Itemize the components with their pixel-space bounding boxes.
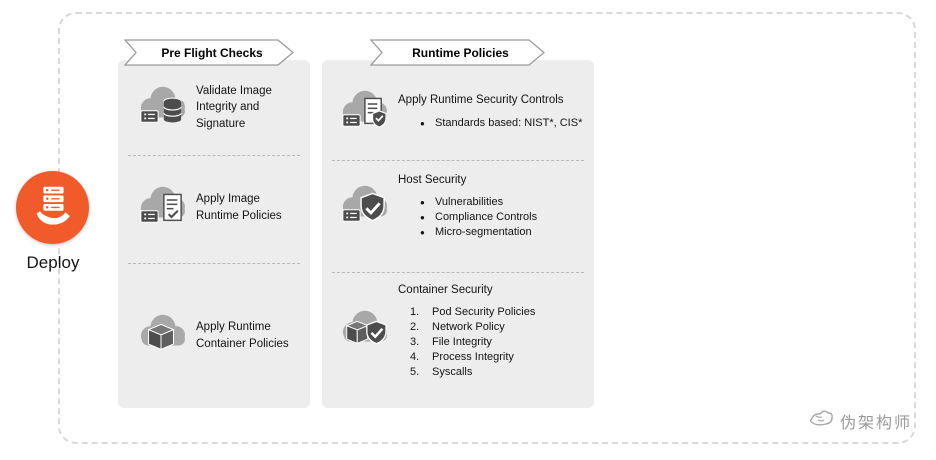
list-item-text: Standards based: NIST*, CIS* <box>435 116 583 129</box>
number-marker: 2. <box>410 321 420 334</box>
pre-flight-checks-banner: Pre Flight Checks <box>124 39 294 66</box>
runtime-item-host-security: Host Security ● Vulnerabilities ● Compli… <box>336 172 537 240</box>
separator <box>332 272 584 273</box>
cloud-verified-document-icon <box>336 86 390 137</box>
item-title: Apply Runtime Container Policies <box>196 321 289 350</box>
deploy-stage: Deploy <box>16 171 90 273</box>
list-item: 3. File Integrity <box>410 335 535 350</box>
list-item-text: Syscalls <box>432 366 473 379</box>
hand-holding-servers-icon <box>30 182 76 233</box>
runtime-item-security-controls: Apply Runtime Security Controls ● Standa… <box>336 86 582 137</box>
banner-title: Pre Flight Checks <box>161 45 263 60</box>
list-item: 2. Network Policy <box>410 320 535 335</box>
separator <box>128 263 300 264</box>
runtime-policies-panel: Apply Runtime Security Controls ● Standa… <box>322 60 594 408</box>
number-marker: 1. <box>410 306 420 319</box>
list-item-text: Compliance Controls <box>435 211 538 224</box>
separator <box>332 160 584 161</box>
list-item: 5. Syscalls <box>410 365 535 380</box>
cloud-container-icon <box>134 310 188 361</box>
item-title: Apply Image Runtime Policies <box>196 193 282 222</box>
pre-flight-item-validate-image: Validate Image Integrity and Signature <box>134 82 300 133</box>
list-item-text: File Integrity <box>432 336 492 349</box>
number-marker: 4. <box>410 351 420 364</box>
item-text: Container Security 1. Pod Security Polic… <box>398 282 535 380</box>
list-item-text: Pod Security Policies <box>432 306 536 319</box>
list-item: ● Compliance Controls <box>420 210 537 225</box>
runtime-policies-banner: Runtime Policies <box>370 39 545 66</box>
item-list: 1. Pod Security Policies 2. Network Poli… <box>398 305 535 380</box>
deploy-label: Deploy <box>26 253 80 272</box>
number-marker: 5. <box>410 366 420 379</box>
pre-flight-checks-panel: Validate Image Integrity and Signature <box>118 60 310 408</box>
cloud-database-icon <box>134 82 188 133</box>
list-item: 4. Process Integrity <box>410 350 535 365</box>
list-item-text: Micro-segmentation <box>435 226 532 239</box>
item-list: ● Vulnerabilities ● Compliance Controls … <box>398 195 537 240</box>
list-item-text: Vulnerabilities <box>435 196 504 209</box>
watermark-text: 伪架构师 <box>839 414 912 432</box>
item-title: Host Security <box>398 174 467 186</box>
item-title: Apply Runtime Security Controls <box>398 94 564 107</box>
bullet-marker: ● <box>420 213 425 223</box>
list-item: ● Vulnerabilities <box>420 195 537 210</box>
list-item: ● Micro-segmentation <box>420 225 537 240</box>
item-text: Host Security ● Vulnerabilities ● Compli… <box>398 172 537 240</box>
runtime-item-container-security: Container Security 1. Pod Security Polic… <box>336 282 535 380</box>
item-list: ● Standards based: NIST*, CIS* <box>398 116 582 131</box>
deploy-badge <box>16 171 89 244</box>
banner-title: Runtime Policies <box>412 45 509 60</box>
pre-flight-item-runtime-container-policies: Apply Runtime Container Policies <box>134 310 300 361</box>
list-item-text: Process Integrity <box>432 351 514 364</box>
pre-flight-item-image-runtime-policies: Apply Image Runtime Policies <box>134 182 300 233</box>
cloud-policy-document-icon <box>134 182 188 233</box>
list-item-text: Network Policy <box>432 321 505 334</box>
ribbon-shape <box>124 39 294 66</box>
item-text: Apply Runtime Security Controls ● Standa… <box>398 92 582 130</box>
ribbon-shape <box>370 39 545 66</box>
hand-logo-icon <box>808 407 834 434</box>
bullet-marker: ● <box>420 228 425 238</box>
list-item: ● Standards based: NIST*, CIS* <box>420 116 582 131</box>
bullet-marker: ● <box>420 118 425 128</box>
watermark: 伪架构师 <box>808 407 912 434</box>
cloud-container-shield-icon <box>336 306 390 357</box>
item-title: Container Security <box>398 284 493 296</box>
cloud-shield-check-icon <box>336 181 390 232</box>
bullet-marker: ● <box>420 198 425 208</box>
list-item: 1. Pod Security Policies <box>410 305 535 320</box>
item-title: Validate Image Integrity and Signature <box>196 85 272 130</box>
separator <box>128 155 300 156</box>
number-marker: 3. <box>410 336 420 349</box>
